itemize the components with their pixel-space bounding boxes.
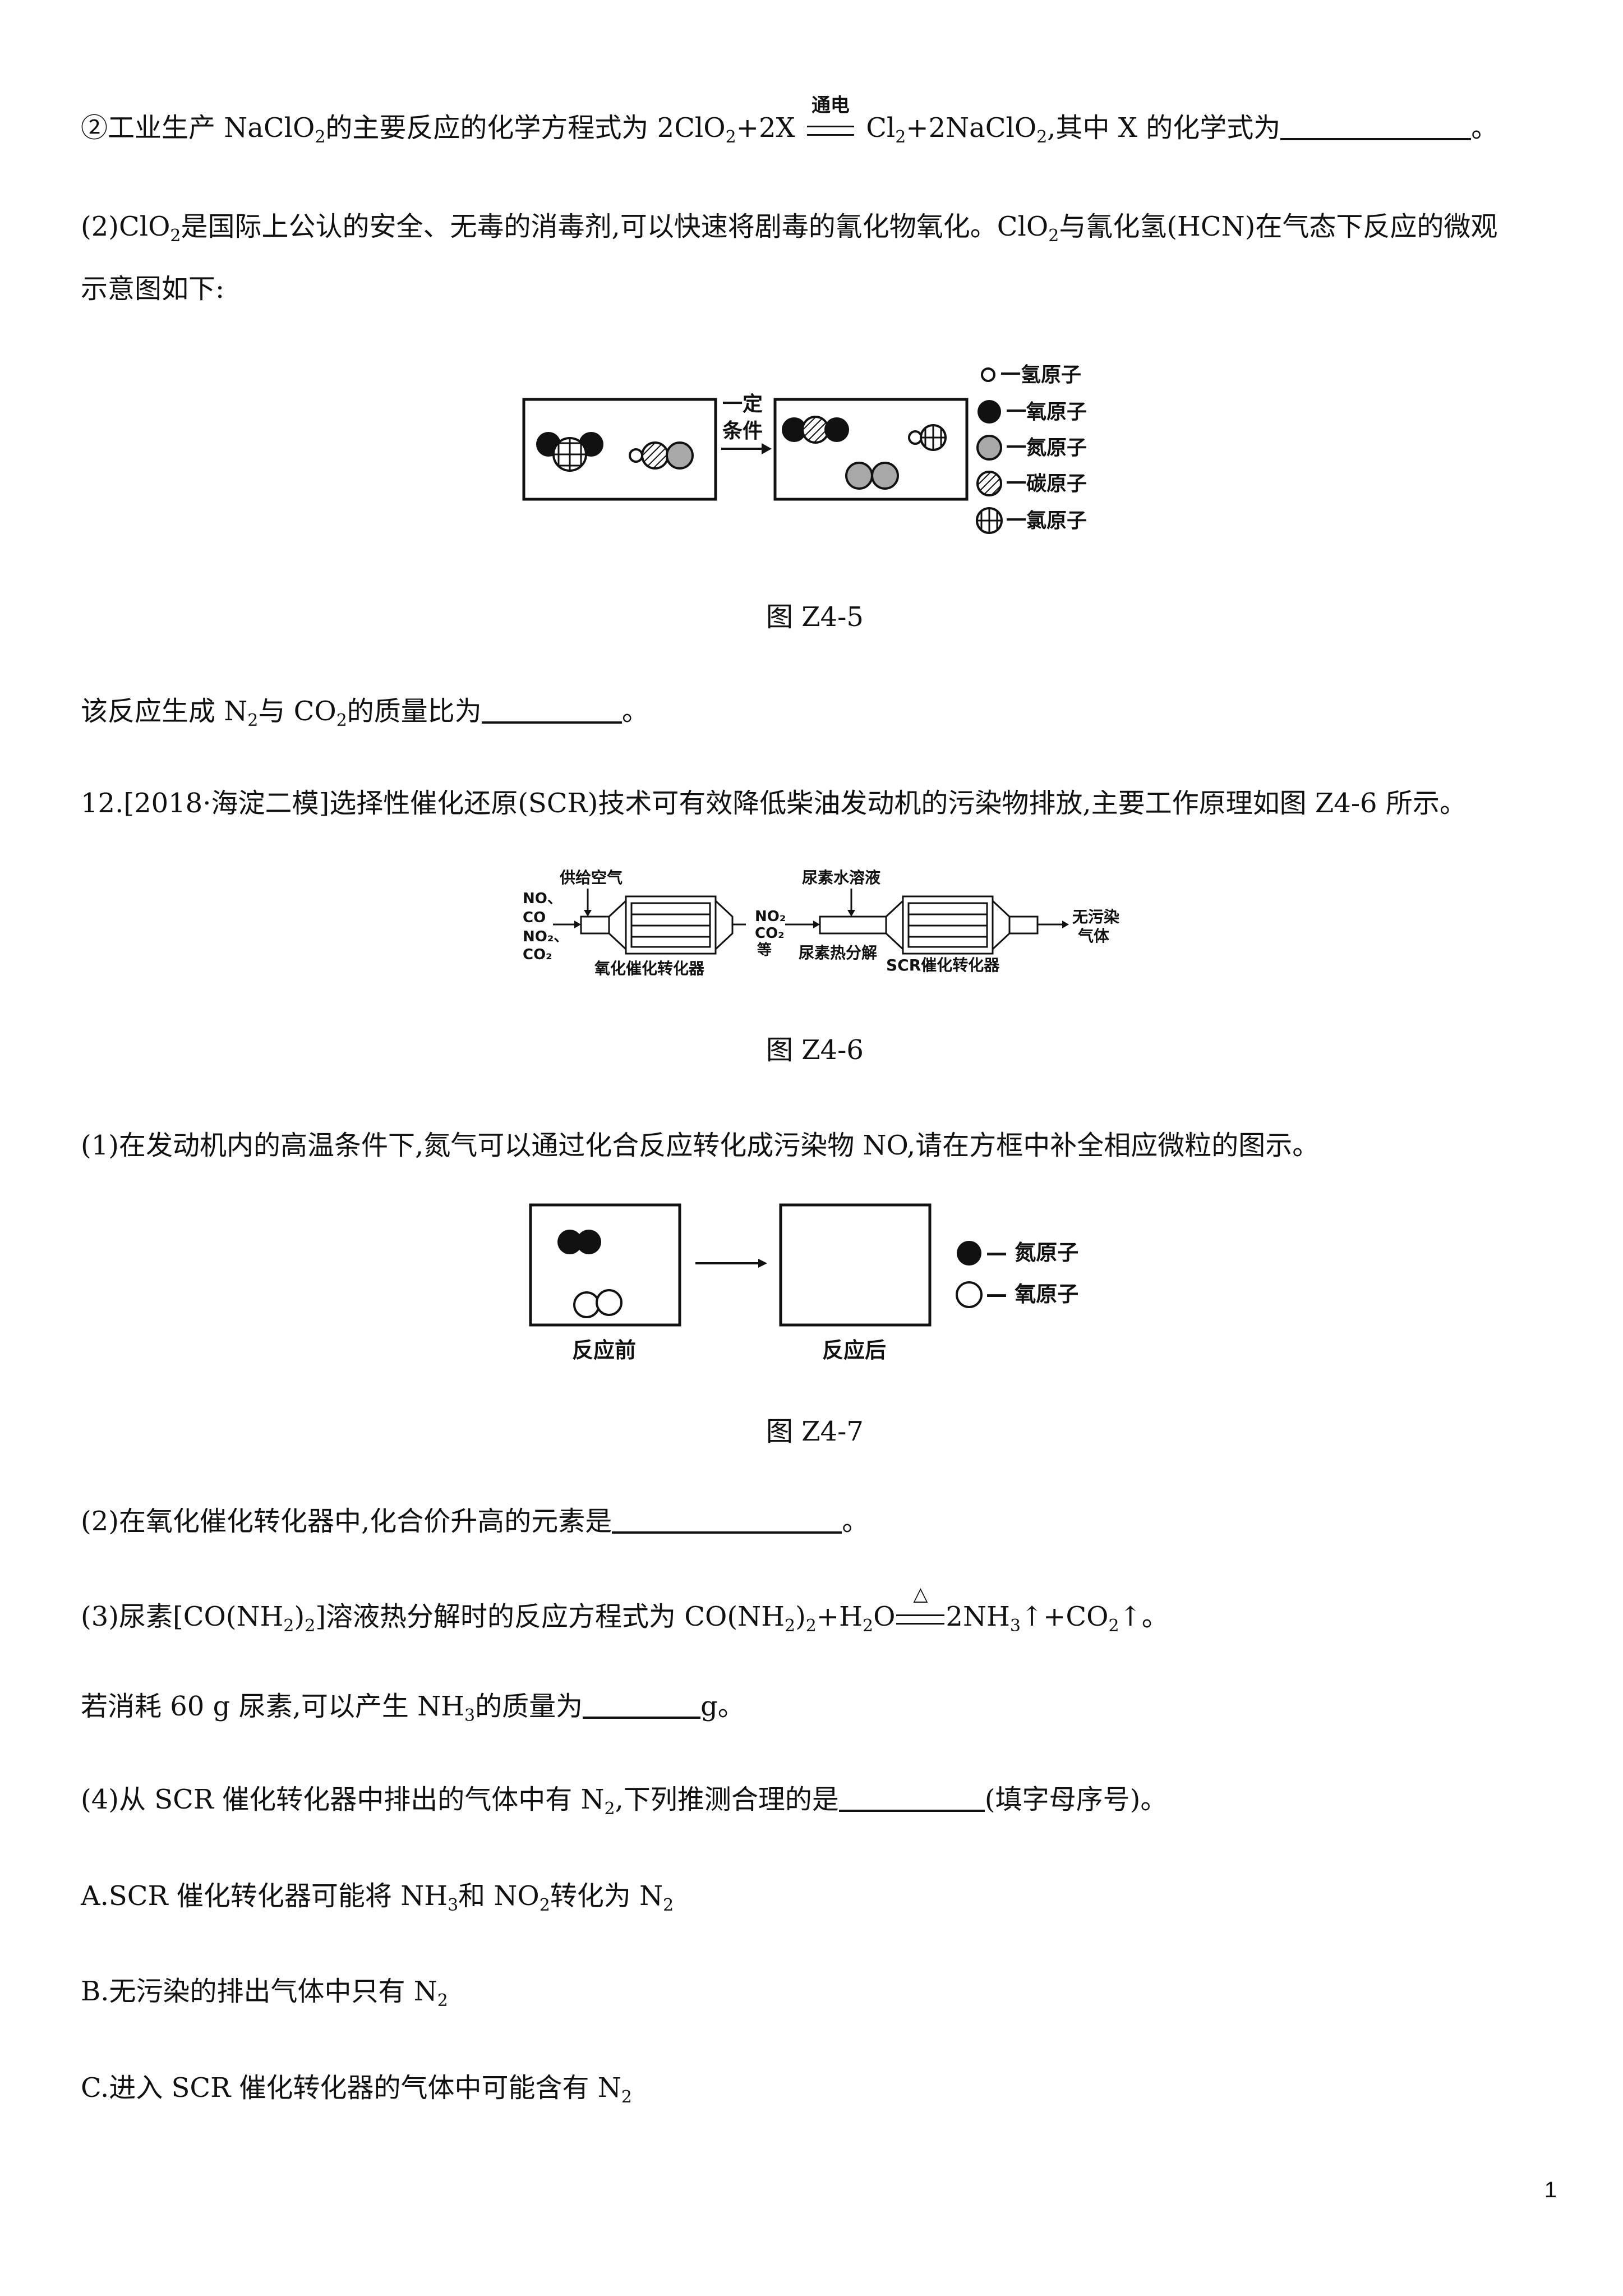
svg-text:尿素热分解: 尿素热分解 bbox=[799, 944, 877, 962]
scr-converter bbox=[819, 895, 1039, 955]
oxygen-atom bbox=[782, 417, 806, 442]
carbon-atom bbox=[641, 441, 669, 470]
no-formation-diagram: — 氮原子 — 氧原子 反应前 反应后 bbox=[529, 1203, 1078, 1363]
question-text: 示意图如下: bbox=[81, 273, 225, 305]
option-a[interactable]: A.SCR 催化转化器可能将 NH3和 NO2转化为 N2 bbox=[81, 1880, 674, 1915]
legend-oxygen-icon bbox=[956, 1281, 983, 1308]
nitrogen-atom bbox=[666, 441, 694, 470]
svg-text:尿素水溶液: 尿素水溶液 bbox=[802, 868, 880, 887]
before-label: 反应前 bbox=[572, 1338, 636, 1363]
svg-text:NO、: NO、 bbox=[523, 890, 562, 907]
nitrogen-atom bbox=[557, 1230, 582, 1254]
page-number: 1 bbox=[1544, 2178, 1557, 2202]
nitrogen-atom bbox=[845, 462, 873, 490]
svg-text:NO₂: NO₂ bbox=[755, 908, 786, 925]
question-12-intro: 12.[2018·海淀二模]选择性催化还原(SCR)技术可有效降低柴油发动机的污… bbox=[81, 788, 1467, 819]
svg-text:SCR催化转化器: SCR催化转化器 bbox=[886, 956, 1000, 974]
oxygen-atom bbox=[573, 1291, 600, 1318]
legend-nitrogen-icon bbox=[976, 435, 1002, 461]
option-c[interactable]: C.进入 SCR 催化转化器的气体中可能含有 N2 bbox=[81, 2072, 632, 2107]
question-text: (2)在氧化催化转化器中,化合价升高的元素是。 bbox=[81, 1504, 869, 1537]
scr-process-diagram: NO、 CO NO₂、 CO₂ 供给空气 氧化催化转化器 NO₂ CO₂ 等 尿… bbox=[523, 868, 1119, 978]
chlorine-atom bbox=[920, 424, 947, 451]
oxygen-atom bbox=[824, 417, 849, 442]
oxygen-atom bbox=[596, 1289, 623, 1316]
answer-blank[interactable] bbox=[612, 1504, 842, 1534]
question-text: (3)尿素[CO(NH2)2]溶液热分解时的反应方程式为 CO(NH2)2+H2… bbox=[81, 1582, 1169, 1636]
legend-oxygen-icon bbox=[978, 400, 1001, 424]
svg-text:NO₂、: NO₂、 bbox=[523, 928, 568, 945]
nitrogen-atom bbox=[577, 1230, 601, 1254]
electrolysis-condition: 通电 bbox=[804, 94, 857, 147]
reaction-micro-diagram: 一定 条件 一氢原子 一氧原子 一氮原子 一碳原子 一氯原子 bbox=[522, 364, 1087, 534]
hydrogen-atom bbox=[629, 448, 643, 463]
svg-text:CO₂: CO₂ bbox=[523, 946, 552, 963]
question-text: 该反应生成 N2与 CO2的质量比为。 bbox=[81, 694, 649, 730]
nitrogen-atom bbox=[871, 462, 899, 490]
svg-text:CO₂: CO₂ bbox=[755, 925, 785, 942]
legend-label: 一氮原子 bbox=[1006, 436, 1087, 459]
legend-chlorine-icon bbox=[976, 507, 1003, 534]
svg-text:供给空气: 供给空气 bbox=[559, 868, 623, 887]
legend-label: 一碳原子 bbox=[1006, 472, 1087, 495]
legend-label: — 氮原子 bbox=[986, 1240, 1078, 1265]
equation-line: ②工业生产 NaClO2的主要反应的化学方程式为 2ClO2+2X 通电 Cl2… bbox=[81, 94, 1498, 147]
legend-label: — 氧原子 bbox=[986, 1282, 1078, 1306]
legend-nitrogen-icon bbox=[957, 1241, 981, 1266]
answer-blank[interactable] bbox=[1280, 111, 1472, 140]
answer-blank[interactable] bbox=[838, 1783, 985, 1812]
svg-text:气体: 气体 bbox=[1077, 927, 1110, 945]
arrow-label: 条件 bbox=[722, 420, 763, 443]
answer-blank[interactable] bbox=[481, 694, 622, 724]
question-text: (2)ClO2是国际上公认的安全、无毒的消毒剂,可以快速将剧毒的氰化物氧化。Cl… bbox=[81, 211, 1498, 246]
oxidation-converter bbox=[580, 895, 734, 955]
legend-label: 一氯原子 bbox=[1006, 509, 1087, 532]
legend-hydrogen-icon bbox=[981, 367, 995, 382]
svg-text:无污染: 无污染 bbox=[1072, 908, 1119, 926]
chlorine-atom bbox=[552, 437, 587, 472]
svg-text:等: 等 bbox=[757, 941, 772, 959]
figure-caption: 图 Z4-5 bbox=[766, 601, 864, 633]
after-label: 反应后 bbox=[822, 1338, 886, 1363]
hydrogen-atom bbox=[908, 430, 923, 445]
question-text: (1)在发动机内的高温条件下,氮气可以通过化合反应转化成污染物 NO,请在方框中… bbox=[81, 1130, 1320, 1161]
figure-caption: 图 Z4-6 bbox=[766, 1034, 864, 1066]
figure-caption: 图 Z4-7 bbox=[766, 1416, 864, 1447]
heating-condition: △ bbox=[895, 1583, 946, 1636]
svg-text:氧化催化转化器: 氧化催化转化器 bbox=[594, 959, 705, 978]
answer-blank[interactable] bbox=[583, 1690, 701, 1719]
answer-box[interactable] bbox=[779, 1203, 932, 1327]
legend-label: 一氢原子 bbox=[1000, 364, 1081, 386]
svg-text:CO: CO bbox=[523, 909, 546, 926]
question-text: (4)从 SCR 催化转化器中排出的气体中有 N2,下列推测合理的是(填字母序号… bbox=[81, 1783, 1168, 1819]
legend-carbon-icon bbox=[976, 471, 1002, 496]
arrow-label: 一定 bbox=[722, 393, 763, 416]
legend-label: 一氧原子 bbox=[1006, 401, 1087, 424]
option-b[interactable]: B.无污染的排出气体中只有 N2 bbox=[81, 1976, 448, 2010]
